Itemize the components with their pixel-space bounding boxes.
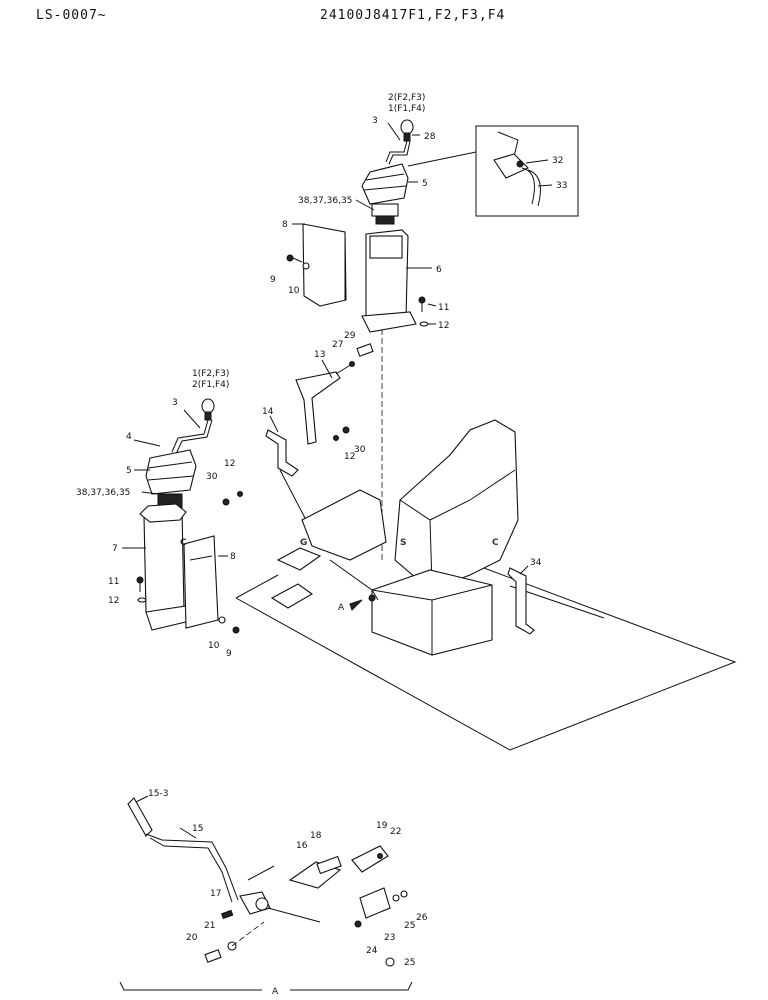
watermark-letter-c2: C — [492, 538, 499, 548]
left-joystick-assembly — [136, 398, 243, 634]
callout-12-top: 12 — [438, 321, 449, 331]
detail-a-linkage — [119, 797, 413, 991]
callout-12-left: 12 — [108, 596, 119, 606]
callout-9-top: 9 — [270, 275, 276, 285]
detail-a-label: A — [272, 987, 279, 997]
part-number-label: 24100J8417F1,F2,F3,F4 — [320, 8, 506, 23]
callout-labels: 2(F2,F3) 1(F1,F4) 3 28 32 33 5 38,37,36,… — [76, 93, 567, 997]
callout-33: 33 — [556, 181, 567, 191]
watermark-letter-g: G — [300, 538, 307, 548]
callout-11-left: 11 — [108, 577, 119, 587]
callout-5-top: 5 — [422, 179, 428, 189]
callout-13: 13 — [314, 350, 325, 360]
callout-6: 6 — [436, 265, 442, 275]
callout-4: 4 — [126, 432, 132, 442]
center-levers — [265, 343, 387, 611]
detail-inset-32-33 — [407, 125, 579, 217]
callout-3-top: 3 — [372, 116, 378, 126]
callout-7: 7 — [112, 544, 118, 554]
callout-10-top: 10 — [288, 286, 300, 296]
callout-8-top: 8 — [282, 220, 288, 230]
callout-27: 27 — [332, 340, 343, 350]
callout-21: 21 — [204, 921, 215, 931]
callout-38-left: 38,37,36,35 — [76, 488, 130, 498]
callout-14: 14 — [262, 407, 274, 417]
callout-3-left: 3 — [172, 398, 178, 408]
callout-30-left: 30 — [206, 472, 218, 482]
callout-28: 28 — [424, 132, 436, 142]
callout-8-left: 8 — [230, 552, 236, 562]
callout-23: 23 — [384, 933, 395, 943]
callout-32: 32 — [552, 156, 563, 166]
callout-19: 19 — [376, 821, 388, 831]
callout-22: 22 — [390, 827, 401, 837]
callout-12-mid: 12 — [344, 452, 355, 462]
callout-15-3: 15-3 — [148, 789, 168, 799]
callout-25-a: 25 — [404, 921, 415, 931]
callout-38-top: 38,37,36,35 — [298, 196, 352, 206]
callout-11-top: 11 — [438, 303, 449, 313]
callout-15: 15 — [192, 824, 203, 834]
callout-30-right: 30 — [354, 445, 366, 455]
callout-24: 24 — [366, 946, 378, 956]
callout-29: 29 — [344, 331, 356, 341]
callout-leaders — [122, 122, 529, 839]
callout-18: 18 — [310, 831, 322, 841]
callout-25-b: 25 — [404, 958, 415, 968]
serial-range-label: LS-0007~ — [36, 8, 107, 23]
watermark-letter-s: S — [400, 538, 406, 548]
watermark-letter-c1: C — [180, 538, 187, 548]
callout-17: 17 — [210, 889, 221, 899]
bracket-34 — [507, 567, 535, 635]
callout-2-f2f3: 2(F2,F3) — [388, 93, 425, 103]
callout-16: 16 — [296, 841, 308, 851]
callout-1-f2f3: 1(F2,F3) — [192, 369, 229, 379]
callout-2-f1f4: 2(F1,F4) — [192, 380, 229, 390]
right-joystick-assembly — [286, 119, 429, 333]
callout-1-f1f4: 1(F1,F4) — [388, 104, 425, 114]
callout-26: 26 — [416, 913, 428, 923]
operator-seat — [371, 419, 519, 656]
callout-arrow-a: A — [338, 603, 345, 613]
callout-12-left-top: 12 — [224, 459, 235, 469]
callout-9-left: 9 — [226, 649, 232, 659]
callout-5-left: 5 — [126, 466, 132, 476]
callout-34: 34 — [530, 558, 542, 568]
callout-10-left: 10 — [208, 641, 220, 651]
cgsc-watermark: C G S C — [180, 538, 499, 548]
callout-20: 20 — [186, 933, 198, 943]
